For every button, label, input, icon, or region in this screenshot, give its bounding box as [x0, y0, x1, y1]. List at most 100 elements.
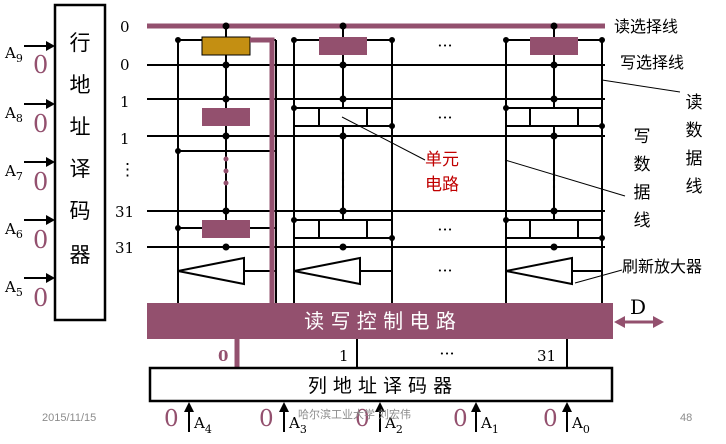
- input-arrow-head: [46, 157, 55, 167]
- col-input-a0: 0 A0: [543, 402, 590, 436]
- junction-dot: [222, 61, 230, 69]
- cell-circuit-text: 电路: [425, 175, 459, 195]
- junction-dot: [550, 207, 558, 215]
- read-select-label: 读选择线: [614, 17, 678, 36]
- data-port-label: D: [630, 295, 646, 319]
- row-number: 1: [120, 130, 130, 148]
- read-data-label: 读 数 据 线: [686, 93, 703, 197]
- column-dot: [223, 156, 229, 162]
- address-label: A4: [193, 414, 212, 436]
- h-ellipsis: ···: [437, 261, 452, 280]
- junction-dot: [599, 37, 605, 43]
- address-label: A7: [4, 162, 23, 183]
- input-arrow-head: [184, 402, 194, 412]
- read-data-char: 据: [686, 149, 703, 169]
- write-select-label: 写选择线: [620, 53, 684, 72]
- row-decoder-char: 行: [70, 31, 91, 55]
- junction-dot: [599, 235, 605, 241]
- junction-dot: [503, 217, 509, 223]
- footer-page: 48: [680, 412, 692, 424]
- refresh-amplifier: [505, 256, 573, 286]
- footer-author: 哈尔滨工业大学 刘宏伟: [298, 407, 411, 421]
- junction-dot: [291, 217, 297, 223]
- junction-dot: [339, 207, 347, 215]
- write-data-char: 线: [634, 211, 651, 231]
- input-arrow-head: [375, 402, 385, 412]
- column-number: 0: [218, 347, 228, 365]
- read-data-pointer: [601, 79, 681, 93]
- memory-cell: [529, 219, 579, 239]
- cell-circuit-label: 单元 电路: [341, 116, 459, 195]
- address-value: 0: [33, 226, 48, 254]
- junction-dot: [175, 225, 181, 231]
- row-decoder-char: 址: [70, 115, 91, 139]
- address-label: A3: [288, 414, 307, 436]
- junction-dot: [503, 105, 509, 111]
- junction-dot: [550, 132, 558, 140]
- read-data-char: 数: [686, 121, 703, 141]
- junction-dot: [222, 207, 230, 215]
- column-select-lines: 0 1 ··· 31: [218, 339, 568, 368]
- address-label: A2: [384, 414, 403, 436]
- column-decoder-label: 列 地 址 译 码 器: [308, 375, 452, 397]
- column-31: ⋮: [503, 22, 605, 303]
- row-decoder-box: [53, 3, 107, 322]
- cell-circuit-text: 单元: [425, 150, 459, 170]
- write-data-pointer: [504, 159, 626, 197]
- row-decoder-char: 码: [70, 199, 91, 223]
- col-input-a4: 0 A4: [164, 402, 212, 436]
- row-number: 31: [115, 239, 134, 257]
- row-numbers: 0 0 1 1 ⋮ 31 31: [115, 18, 136, 257]
- read-data-char: 读: [686, 93, 703, 113]
- memory-cell: [318, 219, 368, 239]
- input-arrow-head: [46, 41, 55, 51]
- data-port: D: [614, 295, 664, 328]
- junction-dot: [503, 37, 509, 43]
- row-decoder-char: 地: [70, 73, 91, 97]
- column-ellipses: ··· ··· ··· ···: [437, 36, 452, 280]
- junction-dot: [222, 22, 230, 30]
- input-arrow-head: [562, 402, 572, 412]
- column-number: 1: [339, 347, 349, 365]
- data-port-arrow-right: [653, 316, 664, 328]
- address-label: A5: [4, 278, 23, 299]
- refresh-amplifier: [177, 256, 245, 286]
- address-value: 0: [543, 406, 558, 432]
- row-decoder-char: 器: [70, 243, 91, 267]
- junction-dot: [291, 37, 297, 43]
- junction-dot: [222, 243, 230, 251]
- row-number: 1: [120, 93, 130, 111]
- data-port-arrow-left: [614, 316, 625, 328]
- junction-dot: [599, 123, 605, 129]
- address-value: 0: [33, 168, 48, 196]
- row-input-a6: A6 0: [4, 215, 55, 254]
- slide-footer: 2015/11/15 哈尔滨工业大学 刘宏伟 48: [42, 407, 692, 424]
- row-lines: [147, 23, 605, 248]
- h-ellipsis: ···: [437, 36, 452, 55]
- column-number: 31: [537, 347, 556, 365]
- address-value: 0: [259, 406, 274, 432]
- junction-dot: [389, 123, 395, 129]
- column-dot: [223, 180, 229, 186]
- junction-dot: [339, 132, 347, 140]
- address-value: 0: [164, 406, 179, 432]
- refresh-amplifier: [293, 256, 361, 286]
- junction-dot: [550, 95, 558, 103]
- row-input-a5: A5 0: [4, 273, 55, 312]
- junction-dot: [175, 148, 181, 154]
- column-vertical-dots: ⋮: [333, 167, 353, 191]
- input-arrow-head: [46, 273, 55, 283]
- memory-cell: [319, 37, 367, 55]
- junction-dot: [550, 243, 558, 251]
- junction-dot: [550, 22, 558, 30]
- column-1: ⋮: [291, 22, 395, 303]
- row-input-a8: A8 0: [4, 99, 55, 138]
- address-label: A9: [4, 44, 23, 65]
- address-label: A1: [480, 414, 499, 436]
- address-value: 0: [453, 406, 468, 432]
- address-value: 0: [33, 110, 48, 138]
- refresh-amp-pointer: [574, 269, 623, 284]
- active-data-path: [250, 37, 275, 305]
- junction-dot: [339, 243, 347, 251]
- address-label: A6: [4, 220, 23, 241]
